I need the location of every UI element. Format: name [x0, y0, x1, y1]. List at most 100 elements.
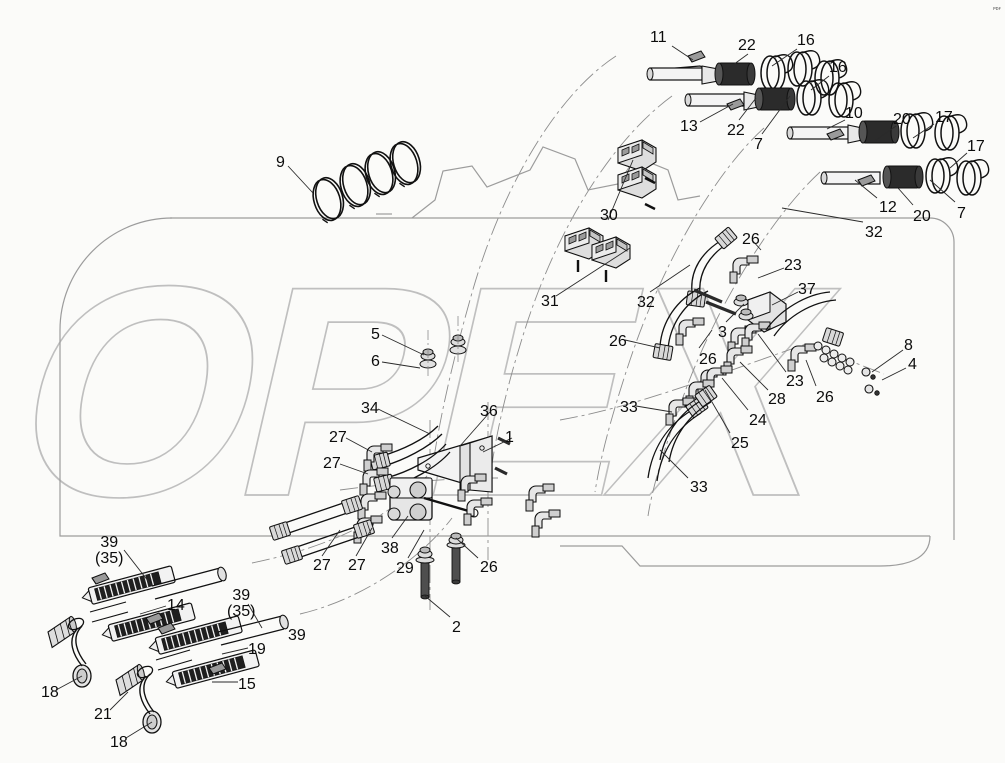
leader-c31 [555, 247, 631, 297]
callout-26: 26 [609, 333, 627, 350]
callout-30: 30 [600, 207, 618, 224]
callout-39--35-: 39 (35) [227, 587, 256, 620]
leader-c17a [912, 123, 935, 139]
corner-watermark-mark: ᴘᴅꜰ [993, 6, 1001, 12]
leader-c22b [738, 97, 757, 121]
hose-coupler-train-4 [820, 157, 990, 196]
hose-coupler-train-1 [646, 50, 848, 96]
leader-c26b [624, 339, 661, 349]
leader-c37 [771, 291, 799, 306]
callout-38: 38 [381, 540, 399, 557]
leader-c24 [721, 377, 749, 411]
callout-2: 2 [452, 619, 461, 636]
leader-c34 [377, 408, 431, 435]
callout-27: 27 [329, 429, 347, 446]
leader-c27b [339, 463, 369, 475]
callout-33: 33 [690, 479, 708, 496]
nut-washer-5-6 [419, 316, 467, 378]
leader-c32b [649, 264, 691, 293]
callout-25: 25 [731, 435, 749, 452]
leader-c7b [929, 179, 956, 203]
leader-c14 [139, 605, 167, 615]
callout-7: 7 [957, 205, 966, 222]
bolt-chain-8-4 [813, 341, 880, 396]
watermark-opex: OPEX [0, 224, 866, 560]
callout-22: 22 [727, 122, 745, 139]
leader-c10 [826, 119, 846, 130]
callout-4: 4 [908, 356, 917, 373]
callout-1: 1 [505, 429, 514, 446]
callout-14: 14 [167, 597, 185, 614]
leader-c33b [659, 449, 689, 479]
valve-blocks-30-31 [564, 139, 657, 282]
leader-c32a [781, 207, 864, 223]
leader-c26a [751, 239, 762, 251]
callout-28: 28 [768, 391, 786, 408]
leader-c29 [407, 529, 425, 559]
leader-c33a [635, 405, 673, 413]
leader-c20b [897, 187, 914, 206]
callout-20: 20 [913, 208, 931, 225]
callout-39: 39 [288, 627, 306, 644]
callout-26: 26 [742, 231, 760, 248]
leader-c39b [247, 603, 263, 629]
leader-c18a [55, 675, 83, 691]
leader-c23b [757, 333, 787, 373]
leader-c26c [698, 329, 713, 349]
leader-c30 [607, 159, 634, 221]
leader-c5 [381, 334, 425, 356]
leader-c36 [459, 411, 491, 447]
part-group-9-rings [307, 137, 427, 226]
callout-33: 33 [620, 399, 638, 416]
callout-7: 7 [754, 136, 763, 153]
callout-5: 5 [371, 326, 380, 343]
manifold-38 [387, 477, 479, 521]
callout-16: 16 [829, 59, 847, 76]
callout-29: 29 [396, 560, 414, 577]
cylinder-assy-2 [113, 614, 289, 734]
leader-c7a [761, 95, 791, 135]
leader-c38 [391, 515, 409, 539]
leader-c4 [881, 367, 907, 381]
callout-18: 18 [41, 684, 59, 701]
hose-pair-left-lower [268, 495, 376, 565]
leader-c13 [699, 103, 734, 123]
manifold-37-assembly [665, 288, 880, 426]
leader-c27a [345, 437, 373, 453]
leader-c26e [455, 537, 479, 559]
callout-leader-lines [55, 45, 968, 739]
callout-18: 18 [110, 734, 128, 751]
callout-27: 27 [348, 557, 366, 574]
leader-c12 [854, 179, 878, 199]
callout-27: 27 [323, 455, 341, 472]
leader-c27c [321, 529, 341, 557]
leader-c19 [221, 647, 249, 655]
leader-c23a [757, 267, 785, 279]
leader-c6 [381, 361, 421, 369]
callout-15: 15 [238, 676, 256, 693]
callout-39--35-: 39 (35) [95, 534, 124, 567]
leader-c18b [125, 721, 153, 739]
callout-34: 34 [361, 400, 379, 417]
leader-c39a [123, 549, 153, 587]
callout-19: 19 [248, 641, 266, 658]
leader-c16b [810, 75, 830, 91]
bolts-group [415, 436, 511, 600]
hose-33-group [647, 291, 845, 482]
leader-c21 [109, 691, 129, 711]
callout-20: 20 [893, 111, 911, 128]
leader-c17b [949, 152, 968, 169]
callout-12: 12 [879, 199, 897, 216]
callout-8: 8 [904, 337, 913, 354]
callout-37: 37 [798, 281, 816, 298]
leader-c26d [805, 359, 817, 387]
callout-24: 24 [749, 412, 767, 429]
callout-3: 3 [718, 324, 727, 341]
leader-c1 [482, 437, 513, 453]
machine-contour [59, 146, 955, 567]
cylinder-assy-1 [45, 565, 227, 688]
leader-c2 [424, 595, 451, 618]
leader-c27d [355, 527, 373, 557]
leader-c3 [725, 303, 745, 323]
